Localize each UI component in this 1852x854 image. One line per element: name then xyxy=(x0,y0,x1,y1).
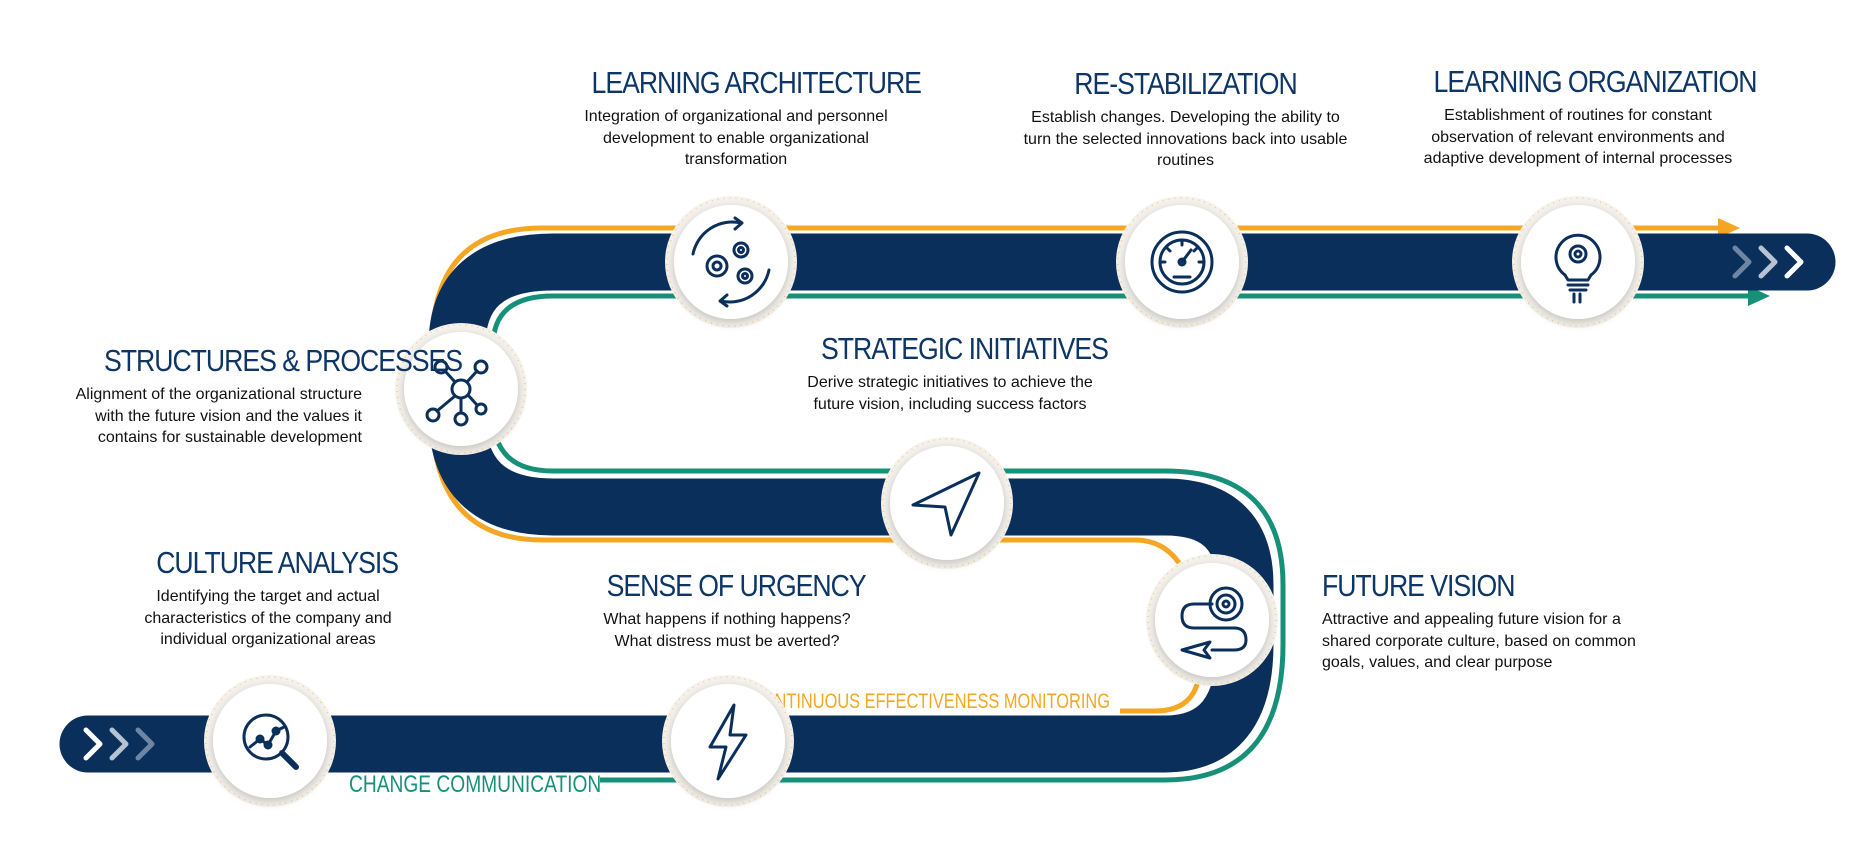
node-dotted-ring xyxy=(205,676,335,806)
network-nodes-node xyxy=(395,323,527,455)
gauge-gear-node xyxy=(1116,196,1248,328)
node-circle xyxy=(890,446,1004,560)
node-dotted-ring xyxy=(1513,197,1643,327)
step-re-stabilization: RE-STABILIZATION Establish changes. Deve… xyxy=(1018,65,1353,172)
node-dotted-ring xyxy=(396,324,526,454)
step-learning-architecture: LEARNING ARCHITECTURE Integration of org… xyxy=(568,64,922,171)
step-title: CULTURE ANALYSIS xyxy=(156,545,399,580)
magnifier-chart-icon xyxy=(242,713,299,770)
node-dotted-ring xyxy=(666,197,796,327)
network-nodes-icon xyxy=(425,359,489,427)
step-description: What happens if nothing happens? What di… xyxy=(603,611,851,650)
lightbulb-gear-node xyxy=(1512,196,1644,328)
node-circle xyxy=(671,684,785,798)
node-circle xyxy=(404,332,518,446)
step-description: Establishment of routines for constant o… xyxy=(1423,107,1733,167)
step-title: STRATEGIC INITIATIVES xyxy=(821,331,1109,366)
road-end-cap xyxy=(1778,233,1836,291)
node-circle xyxy=(1155,563,1269,677)
step-description: Attractive and appealing future vision f… xyxy=(1322,611,1636,671)
step-title: LEARNING ARCHITECTURE xyxy=(591,65,922,100)
step-description: Derive strategic initiatives to achieve … xyxy=(807,374,1093,413)
step-title: FUTURE VISION xyxy=(1322,568,1516,603)
step-structures-processes: STRUCTURES & PROCESSES Alignment of the … xyxy=(62,342,463,449)
step-title: RE-STABILIZATION xyxy=(1074,66,1298,101)
end-chevrons-icon xyxy=(1732,245,1804,279)
node-dotted-ring xyxy=(882,438,1012,568)
magnifier-chart-node xyxy=(204,675,336,807)
monitoring-label: CONTINUOUS EFFECTIVENESS MONITORING xyxy=(750,689,1110,712)
navigation-arrow-node xyxy=(881,437,1013,569)
gauge-gear-icon xyxy=(1150,230,1214,294)
step-future-vision: FUTURE VISION Attractive and appealing f… xyxy=(1322,567,1652,674)
gears-cycle-node xyxy=(665,196,797,328)
road-path xyxy=(88,233,1807,773)
road-start-cap xyxy=(59,715,117,773)
communication-arrowhead xyxy=(1748,286,1770,306)
node-dotted-ring xyxy=(1117,197,1247,327)
step-culture-analysis: CULTURE ANALYSIS Identifying the target … xyxy=(138,544,399,651)
step-sense-of-urgency: SENSE OF URGENCY What happens if nothing… xyxy=(587,567,867,652)
target-path-node xyxy=(1146,554,1278,686)
step-title: STRUCTURES & PROCESSES xyxy=(104,343,463,378)
navigation-arrow-icon xyxy=(911,471,981,537)
target-path-icon xyxy=(1180,586,1248,660)
step-learning-organization: LEARNING ORGANIZATION Establishment of r… xyxy=(1410,63,1758,170)
step-description: Integration of organizational and person… xyxy=(584,108,888,168)
step-title: LEARNING ORGANIZATION xyxy=(1433,64,1758,99)
step-strategic-initiatives: STRATEGIC INITIATIVES Derive strategic i… xyxy=(800,330,1109,415)
step-description: Establish changes. Developing the abilit… xyxy=(1023,109,1348,169)
monitoring-arrowhead xyxy=(1718,218,1740,238)
node-dotted-ring xyxy=(1147,555,1277,685)
lightbulb-gear-icon xyxy=(1554,233,1602,304)
lightning-node xyxy=(662,675,794,807)
start-chevrons-icon xyxy=(83,727,155,761)
node-dotted-ring xyxy=(663,676,793,806)
step-description: Identifying the target and actual charac… xyxy=(144,588,392,648)
gears-cycle-icon xyxy=(691,216,771,308)
lightning-icon xyxy=(708,703,748,781)
communication-label: CHANGE COMMUNICATION xyxy=(349,770,601,798)
step-description: Alignment of the organizational structur… xyxy=(75,386,362,446)
step-title: SENSE OF URGENCY xyxy=(606,568,867,603)
